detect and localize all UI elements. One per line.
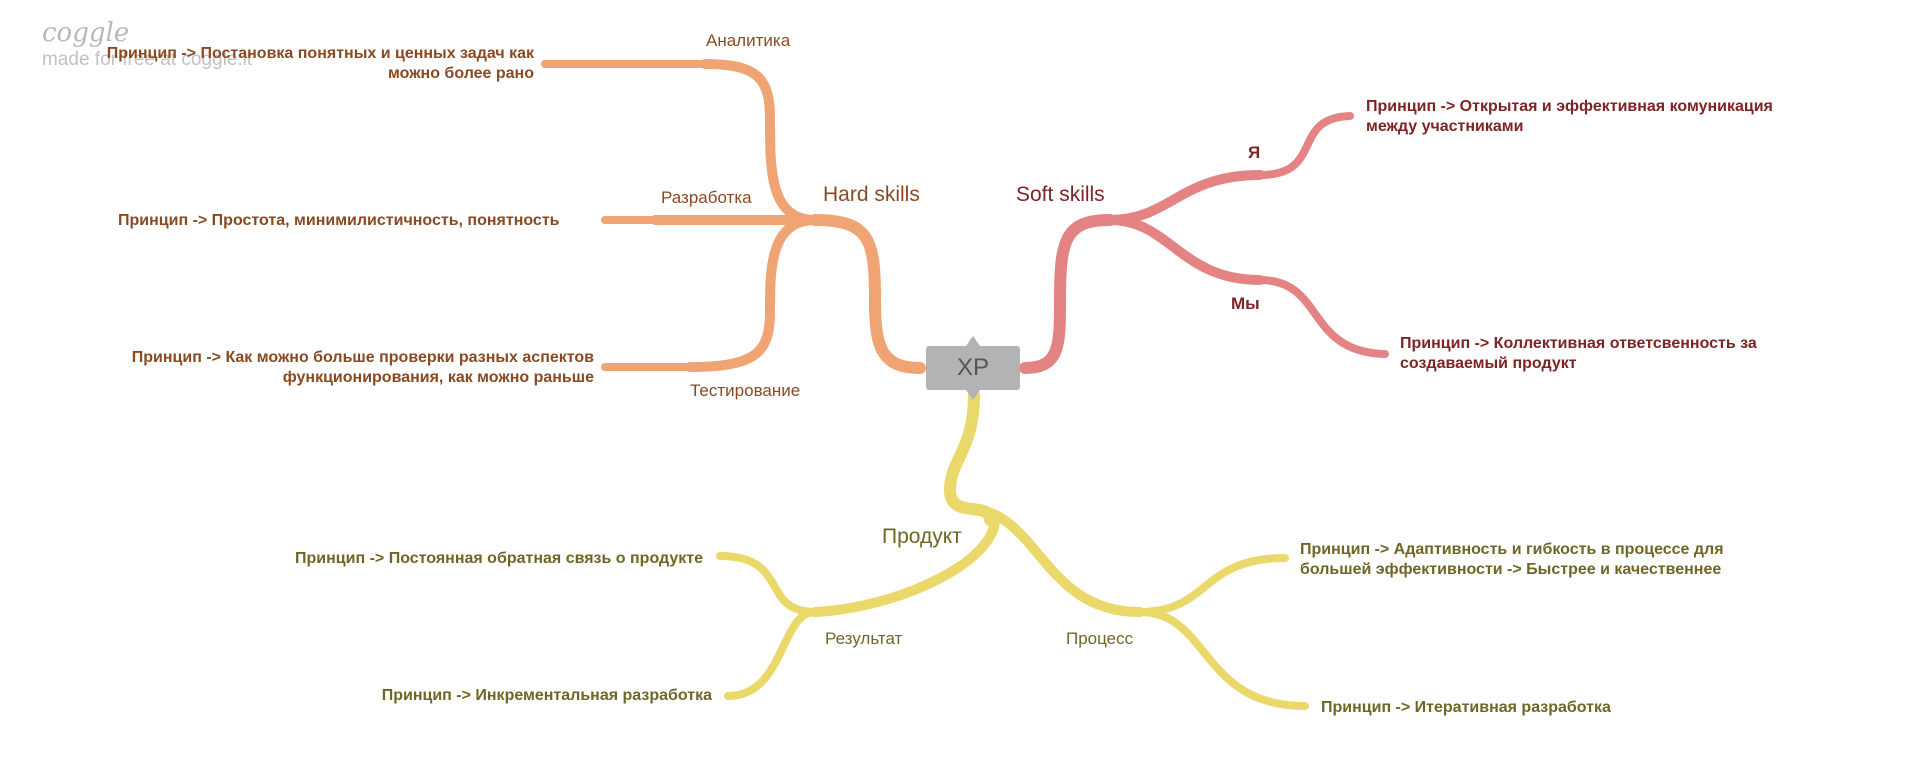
me-link [1105, 170, 1265, 225]
process-leaf-top-link [1136, 554, 1289, 616]
root-node-top-handle [966, 336, 980, 346]
node-testing[interactable]: Тестирование [690, 381, 801, 400]
soft-main-link [1019, 214, 1116, 374]
leaf-result-feedback[interactable]: Принцип -> Постоянная обратная связь о п… [295, 550, 703, 567]
leaf-testing-principle[interactable]: Принцип -> Как можно больше проверки раз… [132, 348, 594, 388]
node-analytics[interactable]: Аналитика [706, 31, 791, 50]
logo-tagline: made for free at coggle.it [42, 49, 253, 70]
leaf-we-line-2: создаваемый продукт [1400, 355, 1577, 372]
leaf-result-incremental[interactable]: Принцип -> Инкрементальная разработка [381, 687, 712, 704]
node-me[interactable]: Я [1248, 143, 1261, 162]
node-result[interactable]: Результат [825, 629, 903, 648]
root-node-label: XP [956, 354, 989, 381]
we-leaf-link [1256, 276, 1389, 358]
analytics-link [700, 59, 820, 225]
leaf-testing-line-1: Принцип -> Как можно больше проверки раз… [131, 349, 594, 366]
process-link [960, 503, 1145, 617]
result-link [810, 510, 1001, 617]
leaf-testing-line-2: функционирования, как можно раньше [282, 369, 594, 386]
node-we[interactable]: Мы [1231, 294, 1260, 313]
me-leaf-link [1256, 112, 1354, 179]
leaf-me-line-2: между участниками [1366, 118, 1524, 135]
leaf-development-principle[interactable]: Принцип -> Простота, минимилистичность, … [118, 212, 560, 229]
node-product[interactable]: Продукт [882, 525, 962, 548]
leaf-process-line-2: большей эффективности -> Быстрее и качес… [1300, 561, 1722, 578]
result-leaf-top-link [716, 552, 819, 616]
leaf-process-iterative[interactable]: Принцип -> Итеративная разработка [1321, 699, 1611, 716]
root-node-bottom-handle [966, 390, 980, 400]
coggle-logo[interactable]: coggle made for free at coggle.it [42, 18, 252, 72]
leaf-process-adaptivity[interactable]: Принцип -> Адаптивность и гибкость в про… [1300, 540, 1724, 580]
root-node[interactable]: XP [926, 336, 1020, 400]
product-main-link [943, 389, 996, 526]
leaf-analytics-principle[interactable]: Принцип -> Постановка понятных и ценных … [107, 44, 534, 84]
logo-wordmark: coggle [42, 18, 130, 48]
testing-link [685, 215, 820, 372]
leaf-analytics-line-2: можно более рано [388, 65, 534, 82]
node-hard-skills[interactable]: Hard skills [823, 183, 920, 206]
leaf-me-line-1: Принцип -> Открытая и эффективная комуни… [1366, 98, 1773, 115]
process-leaf-bot-link [1136, 608, 1309, 710]
node-process[interactable]: Процесс [1066, 629, 1134, 648]
leaf-me-principle[interactable]: Принцип -> Открытая и эффективная комуни… [1366, 97, 1773, 137]
result-leaf-bot-link [724, 608, 819, 700]
node-soft-skills[interactable]: Soft skills [1016, 183, 1105, 206]
leaf-we-principle[interactable]: Принцип -> Коллективная ответсвенность з… [1400, 334, 1757, 374]
leaf-we-line-1: Принцип -> Коллективная ответсвенность з… [1400, 335, 1757, 352]
hard-main-link [809, 214, 926, 374]
node-development[interactable]: Разработка [661, 188, 752, 207]
we-link [1105, 215, 1265, 285]
leaf-process-line-1: Принцип -> Адаптивность и гибкость в про… [1300, 541, 1724, 558]
leaf-analytics-line-1: Принцип -> Постановка понятных и ценных … [106, 45, 534, 62]
